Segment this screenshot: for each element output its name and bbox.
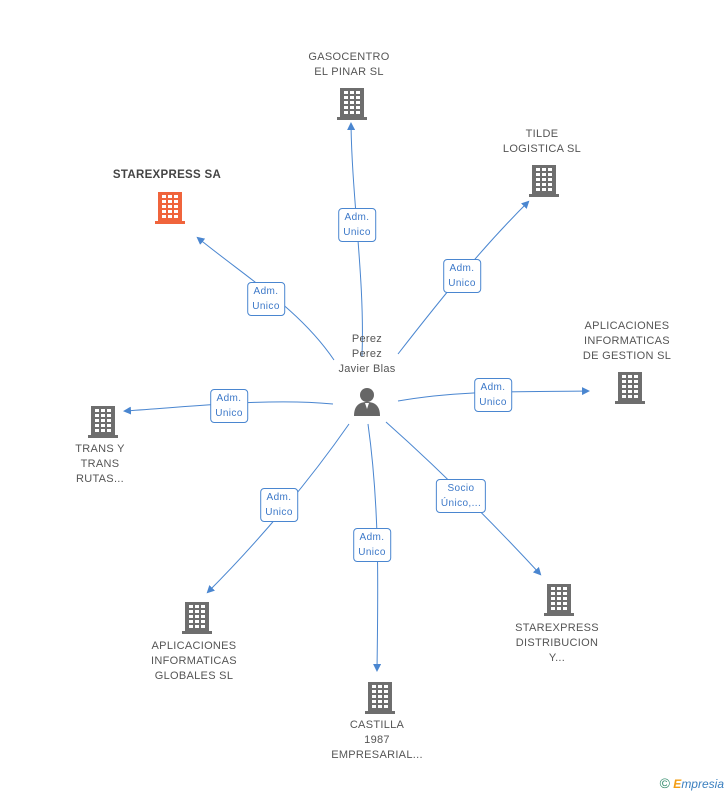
role-badge-trans[interactable]: Adm. Unico bbox=[210, 389, 248, 423]
role-badge-line: Adm. bbox=[266, 492, 292, 503]
role-badge-tilde[interactable]: Adm. Unico bbox=[443, 259, 481, 293]
footer-credit: © Empresia bbox=[660, 775, 724, 791]
role-badge-line: Adm. bbox=[344, 212, 370, 223]
company-label-line: APLICACIONES bbox=[584, 320, 670, 332]
role-badge-aplicaciones-globales[interactable]: Adm. Unico bbox=[260, 488, 298, 522]
role-badge-castilla[interactable]: Adm. Unico bbox=[353, 528, 391, 562]
role-badge-starexpress-sa[interactable]: Adm. Unico bbox=[247, 282, 285, 316]
company-label-line: INFORMATICAS bbox=[584, 335, 670, 347]
building-icon[interactable] bbox=[87, 404, 119, 443]
company-label-line: RUTAS... bbox=[75, 473, 125, 485]
role-badge-line: Único,... bbox=[440, 498, 482, 509]
company-label-line: DISTRIBUCION bbox=[515, 637, 599, 649]
role-badge-aplicaciones-gestion[interactable]: Adm. Unico bbox=[474, 378, 512, 412]
role-badge-line: Unico bbox=[252, 301, 280, 312]
company-label-aplicaciones-gestion[interactable]: APLICACIONES INFORMATICAS DE GESTION SL bbox=[583, 319, 671, 364]
role-badge-line: Socio bbox=[447, 483, 475, 494]
building-icon[interactable] bbox=[336, 86, 368, 125]
person-icon[interactable] bbox=[351, 385, 383, 417]
role-badge-line: Adm. bbox=[216, 393, 242, 404]
company-label-line: EMPRESARIAL... bbox=[331, 749, 423, 761]
empresia-logo[interactable]: Empresia bbox=[673, 777, 724, 791]
center-name-line: Perez bbox=[351, 333, 383, 345]
role-badge-line: Unico bbox=[358, 547, 386, 558]
company-label-line: GASOCENTRO bbox=[308, 51, 390, 63]
building-icon[interactable] bbox=[614, 370, 646, 409]
company-label-starexpress-dist[interactable]: STAREXPRESS DISTRIBUCION Y... bbox=[515, 621, 599, 666]
role-badge-gasocentro[interactable]: Adm. Unico bbox=[338, 208, 376, 242]
copyright-symbol: © bbox=[659, 775, 670, 791]
company-label-line: CASTILLA bbox=[349, 719, 405, 731]
building-icon[interactable] bbox=[543, 582, 575, 621]
company-label-gasocentro[interactable]: GASOCENTRO EL PINAR SL bbox=[308, 50, 389, 80]
company-label-aplicaciones-globales[interactable]: APLICACIONES INFORMATICAS GLOBALES SL bbox=[151, 639, 237, 684]
company-label-line: TILDE bbox=[525, 128, 559, 140]
company-label-line: STAREXPRESS bbox=[515, 622, 599, 634]
role-badge-line: Adm. bbox=[449, 263, 475, 274]
company-label-line: DE GESTION SL bbox=[582, 350, 672, 362]
role-badge-line: Unico bbox=[215, 408, 243, 419]
company-label-line: GLOBALES SL bbox=[154, 670, 234, 682]
building-icon[interactable] bbox=[528, 163, 560, 202]
role-badge-line: Unico bbox=[448, 278, 476, 289]
center-name-line: Perez bbox=[351, 348, 383, 360]
center-name-line: Javier Blas bbox=[338, 363, 396, 375]
company-label-line: APLICACIONES bbox=[151, 640, 237, 652]
company-label-line: TRANS Y bbox=[75, 443, 125, 455]
role-badge-line: Unico bbox=[479, 397, 507, 408]
company-label-line: EL PINAR SL bbox=[314, 66, 384, 78]
company-label-line: LOGISTICA SL bbox=[502, 143, 582, 155]
role-badge-line: Adm. bbox=[359, 532, 385, 543]
role-badge-line: Adm. bbox=[253, 286, 279, 297]
building-icon[interactable] bbox=[181, 600, 213, 639]
role-badge-line: Adm. bbox=[480, 382, 506, 393]
company-label-trans[interactable]: TRANS Y TRANS RUTAS... bbox=[75, 442, 125, 487]
building-icon[interactable] bbox=[154, 190, 186, 229]
company-label-line: Y... bbox=[548, 652, 566, 664]
company-label-line: STAREXPRESS SA bbox=[112, 169, 222, 181]
company-label-tilde[interactable]: TILDE LOGISTICA SL bbox=[503, 127, 581, 157]
company-label-line: TRANS bbox=[80, 458, 120, 470]
role-badge-line: Unico bbox=[265, 507, 293, 518]
building-icon[interactable] bbox=[364, 680, 396, 719]
company-label-line: 1987 bbox=[364, 734, 390, 746]
role-badge-line: Unico bbox=[343, 227, 371, 238]
company-label-line: INFORMATICAS bbox=[151, 655, 237, 667]
company-label-starexpress-sa[interactable]: STAREXPRESS SA bbox=[113, 168, 221, 183]
